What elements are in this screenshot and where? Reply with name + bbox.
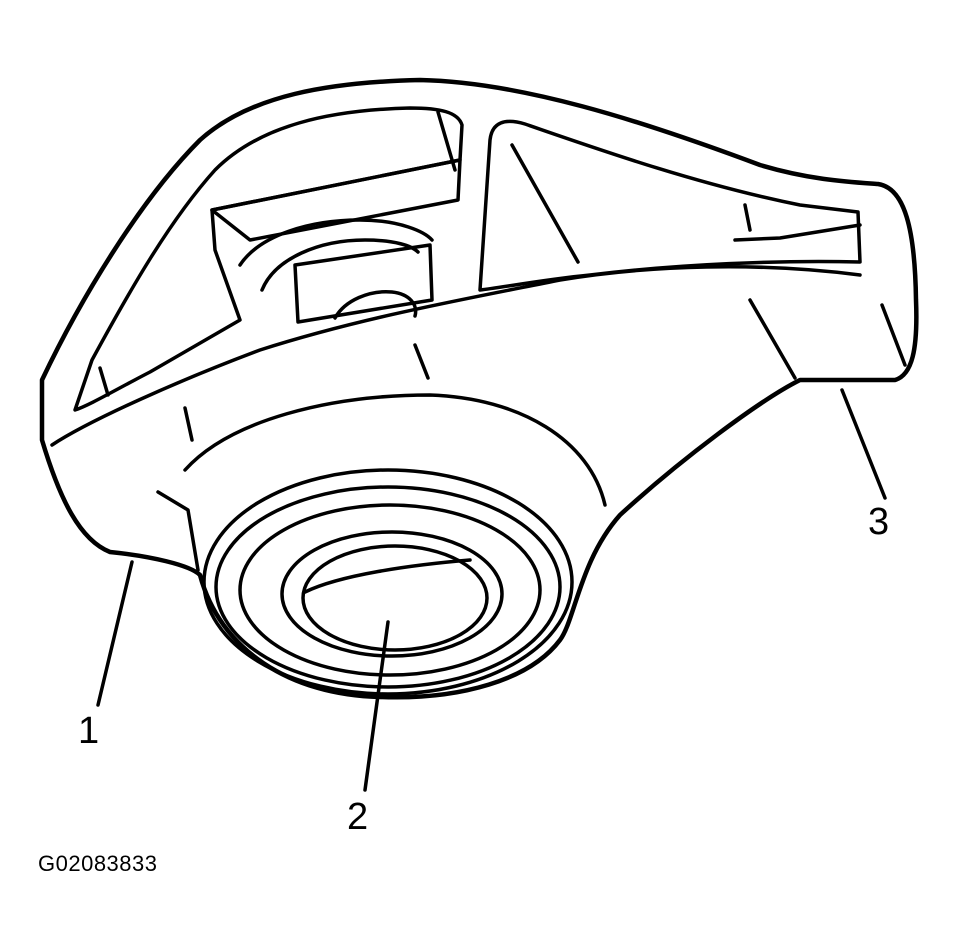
body-contour-tick-1: [183, 406, 194, 442]
leader-line-3: [840, 388, 887, 500]
trunnion-boss-left-edge: [156, 490, 200, 572]
valve-tip-edge-front: [743, 203, 752, 232]
pivot-bore-inner-edge: [303, 558, 472, 594]
pushrod-seat-block-side: [436, 110, 457, 172]
pushrod-cup: [333, 290, 418, 320]
pivot-bore: [301, 544, 489, 652]
callout-label-2: 2: [347, 796, 369, 838]
right-cavity-diagonal: [510, 143, 580, 264]
bearing-ring-outer: [202, 468, 574, 696]
top-rim-inner-edge: [50, 265, 862, 447]
bearing-ring-3: [238, 503, 542, 677]
body-contour-tick-3: [98, 366, 110, 397]
valve-tip-face: [748, 298, 797, 380]
right-cavity-outline: [478, 119, 862, 292]
left-cavity-outline: [73, 106, 464, 412]
callout-label-3: 3: [868, 501, 890, 543]
callout-label-1: 1: [78, 710, 100, 752]
valve-tip-slot: [733, 223, 862, 242]
pushrod-seat-inner-ring-outer: [238, 218, 434, 267]
rocker-arm-outline: [39, 77, 919, 700]
bearing-ring-4: [280, 530, 504, 658]
body-contour-tick-2: [413, 343, 430, 380]
figure-id: G02083833: [38, 851, 158, 876]
bearing-ring-2: [214, 485, 562, 689]
trunnion-boss-outline: [183, 393, 607, 507]
valve-tip-face-right: [880, 303, 907, 367]
pushrod-seat-block: [210, 158, 462, 242]
leader-line-1: [96, 560, 134, 707]
pushrod-seat-inner-ring: [260, 238, 420, 292]
pushrod-seat-plate: [293, 243, 434, 324]
leader-line-2: [363, 620, 390, 792]
